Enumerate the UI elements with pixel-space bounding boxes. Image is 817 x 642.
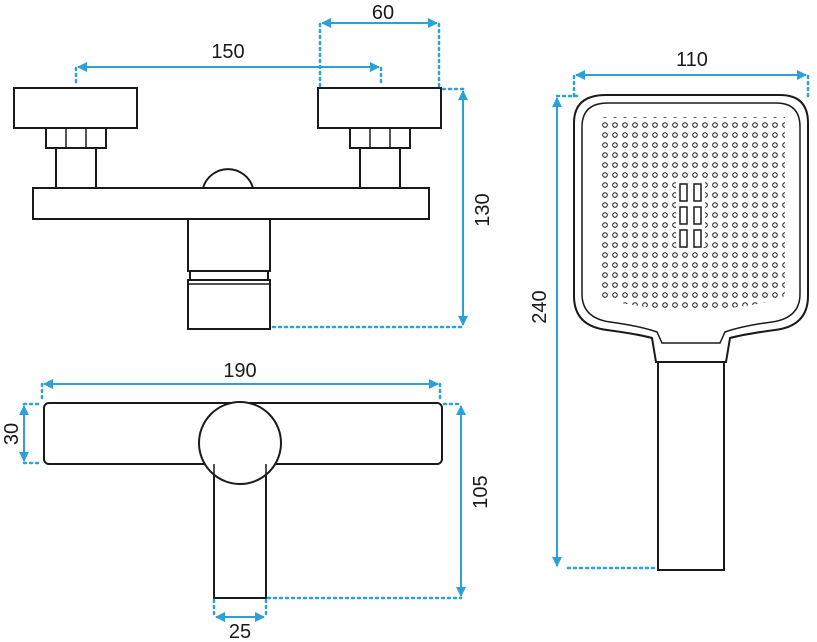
dimension-label-110: 110 (676, 49, 708, 71)
dimension-label-60: 60 (372, 2, 394, 24)
lever-knob (201, 168, 255, 189)
dimension-label-30: 30 (1, 423, 23, 445)
center-slots (676, 181, 705, 248)
spout-neck (187, 218, 271, 272)
right-wall-bracket (317, 87, 442, 129)
dimension-105: 105 (266, 402, 492, 600)
dimension-label-150: 150 (211, 41, 244, 63)
dimension-label-240: 240 (529, 290, 551, 323)
mixer-front-view (13, 87, 442, 330)
dimension-label-105: 105 (470, 475, 492, 508)
dimension-25: 25 (212, 598, 268, 642)
dimension-240: 240 (529, 94, 657, 570)
mixer-body (32, 187, 430, 220)
dimension-label-190: 190 (223, 360, 256, 382)
right-connector (349, 127, 411, 189)
dimension-190: 190 (40, 360, 442, 403)
dimension-110: 110 (572, 49, 810, 102)
shower-head-face (581, 102, 801, 344)
hand-shower (573, 94, 809, 571)
spout-ring (189, 270, 269, 281)
shower-handle (657, 359, 725, 571)
top-lever (198, 401, 282, 485)
left-connector (45, 127, 107, 189)
left-wall-bracket (13, 87, 138, 129)
dimension-label-130: 130 (472, 193, 494, 226)
dimension-label-25: 25 (229, 621, 251, 642)
mixer-top-view (43, 401, 443, 599)
dimension-150: 150 (74, 41, 383, 88)
dimension-60: 60 (318, 2, 441, 88)
dimension-30: 30 (1, 402, 44, 465)
spout-outlet (187, 279, 271, 330)
dimension-130: 130 (271, 87, 494, 329)
